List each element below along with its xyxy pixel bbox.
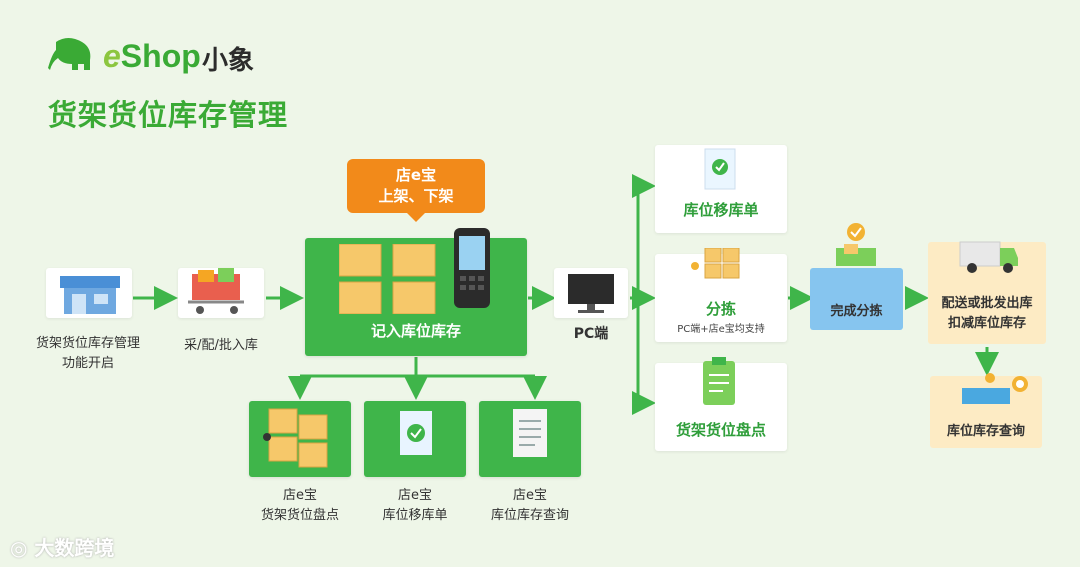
callout-line1: 店e宝 — [347, 165, 485, 186]
handheld-scanner-icon — [452, 228, 492, 310]
move-order-label: 库位移库单 — [655, 199, 787, 220]
inventory-query-label: 库位库存查询 — [930, 422, 1042, 442]
handheld-callout: 店e宝 上架、下架 — [347, 159, 485, 213]
sub-move-order-card — [364, 401, 466, 477]
move-order-card: 库位移库单 — [655, 145, 787, 233]
watermark-text: 大数跨境 — [34, 536, 114, 560]
callout-pointer — [406, 212, 426, 224]
logo-shop: Shop — [121, 38, 201, 74]
delivery-truck-icon — [956, 236, 1020, 276]
delivery-label-line2: 扣减库位库存 — [928, 314, 1046, 334]
enable-card — [46, 268, 132, 318]
enable-label: 货架货位库存管理 功能开启 — [15, 334, 161, 374]
sub-move-order-line2: 库位移库单 — [350, 506, 480, 526]
clipboard-icon — [701, 357, 739, 409]
sorting-shelf-icon — [685, 248, 759, 288]
complete-sorting-label: 完成分拣 — [810, 302, 903, 322]
shelf-check-card: 货架货位盘点 — [655, 363, 787, 451]
shelf-boxes-icon — [339, 244, 439, 314]
document-check-icon — [703, 147, 739, 193]
purchase-label: 采/配/批入库 — [158, 336, 284, 356]
logo-e: e — [103, 38, 121, 74]
document-check-icon — [364, 401, 466, 477]
pc-label: PC端 — [554, 324, 628, 344]
cart-check-icon — [828, 222, 884, 274]
watermark-icon: ◎ — [10, 536, 34, 560]
purchase-card — [178, 268, 264, 318]
record-inventory-label: 记入库位库存 — [305, 320, 527, 341]
shopping-cart-icon — [178, 268, 264, 318]
sub-shelf-check-label: 店e宝 货架货位盘点 — [235, 486, 365, 526]
pc-card — [554, 268, 628, 318]
sub-inventory-query-line2: 库位库存查询 — [465, 506, 595, 526]
sorting-label: 分拣 — [655, 298, 787, 319]
sub-shelf-check-card — [249, 401, 351, 477]
inventory-query-card: 库位库存查询 — [930, 376, 1042, 448]
logo-wordmark: eShop — [103, 38, 201, 75]
delivery-label-line1: 配送或批发出库 — [928, 294, 1046, 314]
sorting-card: 分拣 PC端+店e宝均支持 — [655, 254, 787, 342]
delivery-label: 配送或批发出库 扣减库位库存 — [928, 294, 1046, 334]
watermark: ◎ 大数跨境 — [10, 532, 114, 561]
shelves-icon — [249, 401, 351, 477]
store-icon — [46, 268, 132, 318]
sub-inventory-query-line1: 店e宝 — [465, 486, 595, 506]
sub-inventory-query-card — [479, 401, 581, 477]
sub-inventory-query-label: 店e宝 库位库存查询 — [465, 486, 595, 526]
sub-move-order-label: 店e宝 库位移库单 — [350, 486, 480, 526]
elephant-logo-icon — [48, 36, 94, 74]
sub-shelf-check-line2: 货架货位盘点 — [235, 506, 365, 526]
enable-label-line2: 功能开启 — [15, 354, 161, 374]
enable-label-line1: 货架货位库存管理 — [15, 334, 161, 354]
sub-move-order-line1: 店e宝 — [350, 486, 480, 506]
callout-line2: 上架、下架 — [347, 186, 485, 207]
sorting-sub-label: PC端+店e宝均支持 — [655, 320, 787, 335]
page-title: 货架货位库存管理 — [48, 92, 288, 134]
shelf-check-label: 货架货位盘点 — [655, 419, 787, 440]
record-inventory-card: 记入库位库存 — [305, 238, 527, 356]
monitor-icon — [554, 268, 628, 318]
sub-shelf-check-line1: 店e宝 — [235, 486, 365, 506]
document-list-icon — [479, 401, 581, 477]
checkout-counter-icon — [958, 370, 1030, 410]
delivery-card: 配送或批发出库 扣减库位库存 — [928, 242, 1046, 344]
logo-chinese: 小象 — [202, 40, 254, 77]
complete-sorting-card: 完成分拣 — [810, 268, 903, 330]
